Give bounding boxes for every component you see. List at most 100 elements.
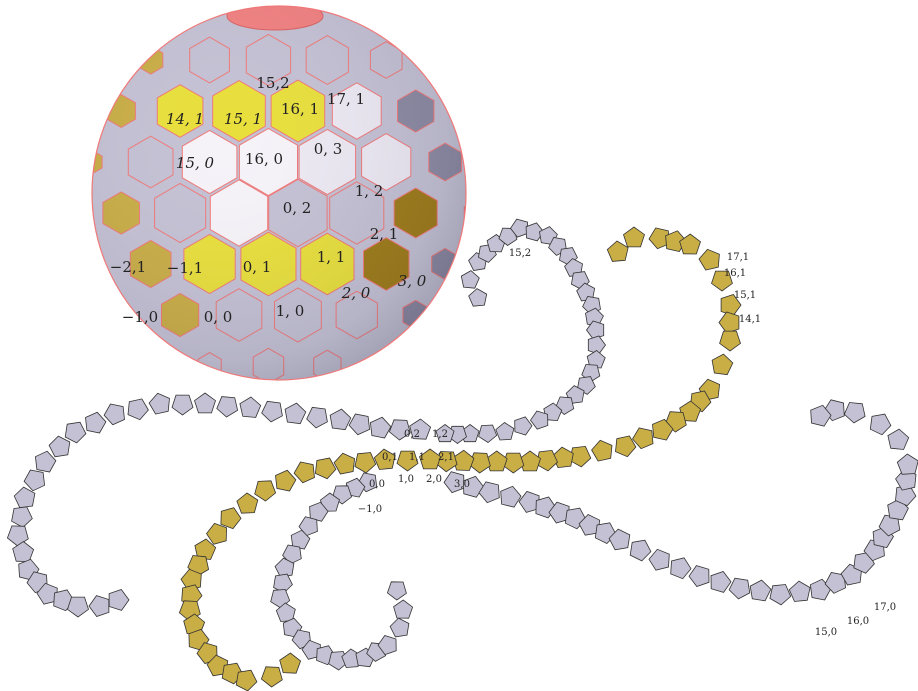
sphere-cell-label: 1, 0 bbox=[276, 302, 305, 320]
sphere-cell-label: 0, 0 bbox=[204, 308, 233, 326]
pentagon-cell bbox=[109, 590, 129, 611]
pentagon-cell bbox=[207, 523, 227, 544]
pentagon-cell bbox=[172, 395, 193, 415]
pentagon-cell bbox=[689, 566, 709, 587]
pentagon-cell bbox=[330, 409, 351, 430]
pentagon-cell bbox=[195, 393, 216, 413]
pentagon-cell bbox=[719, 312, 739, 333]
hex-cell bbox=[435, 48, 456, 72]
pentagon-cell bbox=[149, 393, 169, 414]
pentagon-cell bbox=[49, 436, 70, 457]
sphere-cell-label: 3, 0 bbox=[398, 272, 427, 290]
pentagon-cell bbox=[35, 451, 56, 472]
chain-cell-label: 1,0 bbox=[398, 474, 414, 485]
pentagon-cell bbox=[285, 403, 306, 424]
pentagon-cell bbox=[888, 429, 909, 449]
sphere-cell-label: 16, 0 bbox=[245, 150, 283, 168]
pentagon-cell bbox=[276, 470, 296, 491]
hex-cell bbox=[376, 354, 397, 378]
sphere-cell-label: 0, 2 bbox=[283, 199, 312, 217]
pentagon-cell bbox=[624, 227, 645, 247]
hex-cell bbox=[140, 354, 161, 378]
chain-cell-label: 2,0 bbox=[426, 474, 442, 485]
chain-cell-label: 14,1 bbox=[739, 314, 761, 325]
chain-cell-label: 2,1 bbox=[438, 452, 454, 463]
sphere-cell-label: −2,1 bbox=[110, 258, 146, 276]
pentagon-cell bbox=[469, 289, 487, 307]
pentagon-cell bbox=[649, 549, 669, 570]
sphere-cells bbox=[52, 0, 485, 384]
pentagon-cell bbox=[237, 493, 258, 513]
pentagon-cell bbox=[501, 486, 521, 507]
pentagon-cell bbox=[334, 453, 355, 474]
pentagon-cell bbox=[461, 271, 479, 289]
sphere-cell-label: 14, 1 bbox=[166, 110, 204, 128]
hex-cell bbox=[170, 0, 191, 21]
chain-cell-label: 3,0 bbox=[454, 479, 470, 490]
pentagon-cell bbox=[671, 558, 691, 579]
pentagon-cell bbox=[128, 399, 148, 420]
pentagon-cell bbox=[349, 414, 370, 435]
pentagon-cell bbox=[294, 462, 314, 483]
sphere-cell-label: 0, 1 bbox=[243, 258, 272, 276]
hex-cell bbox=[52, 201, 73, 225]
chain-cell-label: 16,0 bbox=[847, 616, 869, 627]
pentagon-cell bbox=[711, 572, 731, 593]
pentagon-cell bbox=[24, 470, 44, 491]
pentagon-cell bbox=[255, 481, 276, 501]
pentagon-cell bbox=[770, 585, 791, 605]
chain-cell-label: 15,1 bbox=[734, 290, 756, 301]
chain-cell-label: 15,0 bbox=[815, 627, 837, 638]
pentagon-cell bbox=[515, 417, 532, 435]
pentagon-cell bbox=[844, 403, 865, 423]
pentagon-cell bbox=[89, 596, 109, 617]
chain-cell-label: 17,0 bbox=[874, 602, 896, 613]
chain-cell-label: 0,0 bbox=[369, 479, 385, 490]
pentagon-cell bbox=[68, 597, 89, 617]
pentagon-cell bbox=[496, 423, 514, 441]
chain-cell-label: −1,0 bbox=[358, 504, 382, 515]
pentagon-cell bbox=[729, 578, 750, 599]
pentagon-cell bbox=[86, 412, 106, 433]
pentagon-cell bbox=[633, 428, 654, 449]
sphere-cell-label: 17, 1 bbox=[327, 90, 365, 108]
pentagon-cell bbox=[262, 401, 283, 422]
sphere-cell-label: 0, 3 bbox=[314, 140, 343, 158]
pentagon-cell bbox=[699, 249, 719, 270]
pentagon-cell bbox=[870, 414, 891, 435]
pentagon-cell bbox=[217, 397, 238, 417]
sphere-cell-label: 16, 1 bbox=[281, 100, 319, 118]
pentagon-cell bbox=[720, 331, 741, 351]
pentagon-cell bbox=[570, 446, 591, 467]
sphere-cell-label: −1,1 bbox=[167, 259, 203, 277]
chain-cell-label: 0,1 bbox=[382, 452, 398, 463]
pentagon-cell bbox=[394, 600, 413, 618]
hexagonal-sphere bbox=[52, 0, 485, 384]
hex-cell bbox=[82, 252, 103, 276]
pentagon-cell bbox=[387, 582, 406, 600]
sphere-cell-label: −1,0 bbox=[122, 308, 158, 326]
sphere-cell-label: 2, 0 bbox=[341, 284, 371, 302]
sphere-cell-label: 1, 1 bbox=[317, 248, 346, 266]
pentagon-cell bbox=[712, 354, 733, 375]
chain-cell-label: 0,2 bbox=[404, 429, 420, 440]
pentagon-cell bbox=[479, 425, 497, 443]
pentagon-cell bbox=[630, 540, 651, 561]
pentagon-cell bbox=[240, 397, 261, 417]
hex-cell bbox=[464, 99, 485, 123]
pentagon-cell bbox=[104, 404, 124, 425]
pentagon-cell bbox=[307, 407, 328, 428]
pentagon-cell bbox=[280, 653, 301, 673]
chain-cell-label: 1,1 bbox=[409, 452, 425, 463]
pentagon-cell bbox=[897, 454, 918, 474]
sphere-cell-label: 1, 2 bbox=[355, 182, 384, 200]
sphere-cell-label: 15, 1 bbox=[224, 110, 262, 128]
pentagon-cell bbox=[261, 667, 282, 687]
chain-gray-inner-spiral bbox=[271, 473, 413, 670]
chain-cell-label: 17,1 bbox=[727, 252, 749, 263]
pentagon-cell bbox=[750, 580, 771, 601]
chain-cell-label: 16,1 bbox=[724, 268, 746, 279]
pentagon-cell bbox=[355, 453, 376, 473]
pentagon-cell bbox=[370, 417, 391, 438]
